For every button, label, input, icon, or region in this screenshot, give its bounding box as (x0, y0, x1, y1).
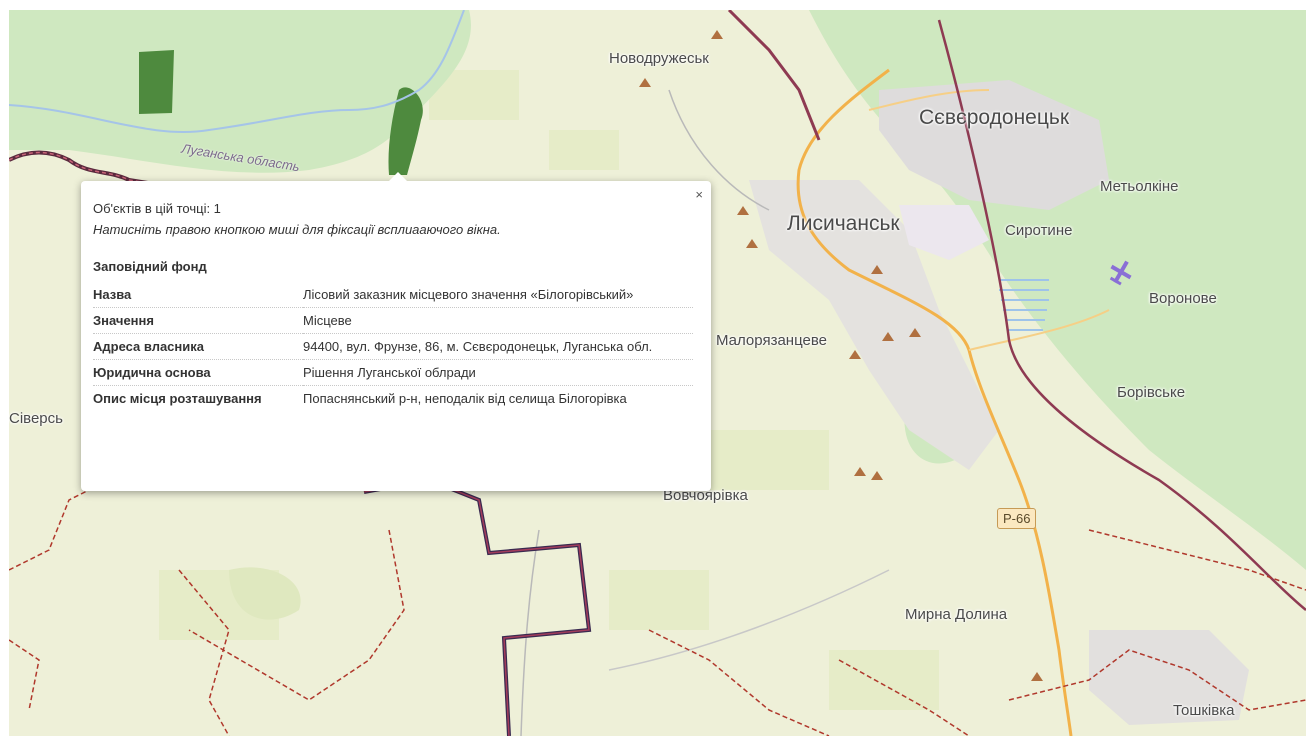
place-label-voronove: Воронове (1149, 290, 1217, 307)
place-label-sievierodonetsk: Сєвєродонецьк (919, 106, 1070, 129)
table-row: Юридична основа Рішення Луганської облра… (93, 359, 693, 386)
place-label-lysychansk: Лисичанськ (787, 212, 900, 235)
attr-key: Опис місця розташування (93, 391, 262, 406)
place-label-toshkivka: Тошківка (1173, 702, 1235, 719)
place-label-syrotyne: Сиротине (1005, 222, 1073, 239)
table-row: Назва Лісовий заказник місцевого значенн… (93, 282, 693, 308)
attributes-table: Назва Лісовий заказник місцевого значенн… (93, 282, 693, 411)
feature-info-popup: × Об'єктів в цій точці: 1 Натисніть прав… (81, 172, 711, 491)
attr-key: Адреса власника (93, 333, 303, 360)
place-label-vovchoiarivka: Вовчоярівка (663, 487, 748, 504)
place-label-metolkine: Метьолкіне (1100, 178, 1179, 195)
popup-content: Об'єктів в цій точці: 1 Натисніть правою… (93, 201, 693, 411)
place-label-maloriazantseve: Малорязанцеве (716, 332, 827, 349)
table-row: Адреса власника 94400, вул. Фрунзе, 86, … (93, 333, 693, 360)
fund-title: Заповідний фонд (93, 259, 207, 274)
place-label-siverske: Сіверсь (9, 410, 63, 427)
attr-value: Лісовий заказник місцевого значення «Біл… (303, 282, 693, 308)
close-icon[interactable]: × (695, 187, 703, 202)
table-row: Опис місця розташування Попаснянський р-… (93, 386, 693, 412)
place-label-novodruzhesk: Новодружеськ (609, 50, 709, 67)
attr-key: Назва (93, 282, 303, 308)
attr-value: Попаснянський р-н, неподалік від селища … (303, 391, 627, 406)
map-view[interactable]: Новодружеськ Сєвєродонецьк Лисичанськ Ме… (9, 10, 1306, 736)
attr-value: Місцеве (303, 307, 693, 334)
popup-hint: Натисніть правою кнопкою миші для фіксац… (93, 222, 501, 237)
place-label-borivske: Борівське (1117, 384, 1186, 401)
popup-pointer (389, 172, 407, 181)
attr-key: Значення (93, 307, 303, 334)
attr-value: Рішення Луганської облради (303, 359, 693, 386)
attr-key: Юридична основа (93, 359, 303, 386)
map-tiles (9, 10, 1306, 736)
objects-count: Об'єктів в цій точці: 1 (93, 201, 221, 216)
road-shield-r66: Р-66 (997, 508, 1037, 529)
attr-value: 94400, вул. Фрунзе, 86, м. Сєвєродонецьк… (303, 333, 693, 360)
table-row: Значення Місцеве (93, 307, 693, 334)
place-label-myrna-dolyna: Мирна Долина (905, 606, 1008, 623)
